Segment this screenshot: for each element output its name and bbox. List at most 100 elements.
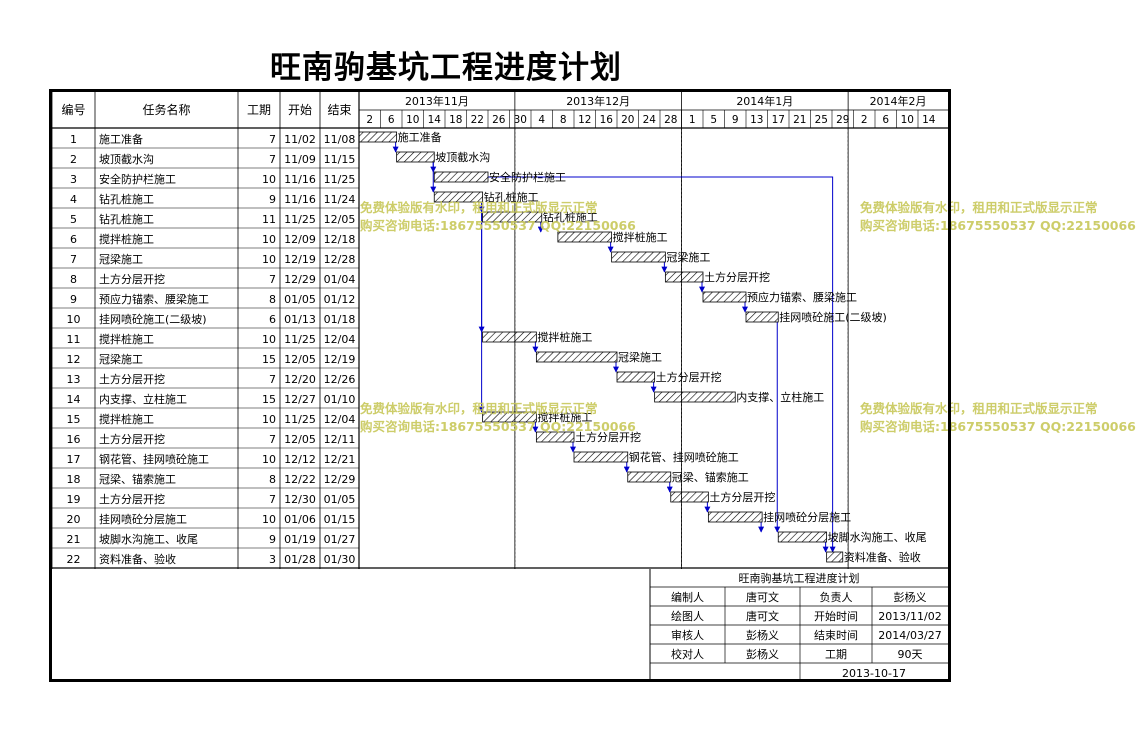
watermark-line2: 购买咨询电话:18675550537 QQ:22150066 (860, 218, 1136, 233)
cell-start: 12/30 (284, 493, 316, 506)
info-date: 2013-10-17 (842, 667, 906, 680)
task-bar (702, 291, 747, 303)
cell-name: 搅拌桩施工 (99, 412, 154, 426)
cell-end: 12/04 (324, 333, 356, 346)
info-cell: 90天 (898, 648, 923, 661)
cell-name: 搅拌桩施工 (99, 232, 154, 246)
day-label: 2 (861, 114, 868, 126)
day-label: 28 (664, 114, 677, 126)
cell-name: 挂网喷砼施工(二级坡) (99, 312, 207, 326)
bar-label: 搅拌桩施工 (613, 230, 668, 244)
bar-label: 冠梁、锚索施工 (672, 470, 749, 484)
cell-start: 01/19 (284, 533, 316, 546)
cell-end: 12/18 (324, 233, 356, 246)
bar-label: 钻孔桩施工 (484, 190, 539, 204)
info-cell: 工期 (825, 648, 847, 661)
bar-label: 施工准备 (398, 130, 442, 144)
day-label: 21 (793, 114, 806, 126)
info-cell: 审核人 (671, 628, 704, 642)
task-bar (396, 151, 435, 163)
cell-duration: 7 (269, 153, 276, 166)
bar-label: 内支撑、立柱施工 (736, 390, 824, 404)
cell-duration: 15 (262, 393, 276, 406)
cell-name: 钻孔桩施工 (99, 192, 154, 206)
cell-duration: 7 (269, 273, 276, 286)
cell-start: 12/12 (284, 453, 316, 466)
cell-duration: 3 (269, 553, 276, 566)
cell-id: 19 (67, 493, 81, 506)
cell-duration: 9 (269, 193, 276, 206)
cell-end: 01/15 (324, 513, 356, 526)
day-label: 12 (578, 114, 591, 126)
day-label: 10 (901, 114, 914, 126)
day-label: 13 (750, 114, 763, 126)
task-bar (664, 271, 704, 283)
info-cell: 2014/03/27 (878, 629, 941, 642)
task-bar (557, 231, 613, 243)
day-label: 22 (471, 114, 484, 126)
cell-end: 12/29 (324, 473, 356, 486)
day-label: 1 (689, 114, 696, 126)
cell-duration: 10 (262, 253, 276, 266)
header-name: 任务名称 (142, 102, 190, 117)
cell-id: 18 (67, 473, 81, 486)
task-bar (535, 431, 575, 443)
bar-label: 土方分层开挖 (709, 490, 775, 504)
cell-name: 挂网喷砼分层施工 (99, 512, 187, 526)
watermark-line1: 免费体验版有水印，租用和正式版显示正常 (860, 200, 1098, 215)
cell-duration: 10 (262, 333, 276, 346)
cell-name: 冠梁施工 (99, 352, 143, 366)
cell-start: 01/28 (284, 553, 316, 566)
cell-end: 01/18 (324, 313, 356, 326)
cell-id: 20 (67, 513, 81, 526)
cell-id: 15 (67, 413, 81, 426)
cell-name: 冠梁施工 (99, 252, 143, 266)
cell-duration: 10 (262, 413, 276, 426)
day-label: 16 (600, 114, 614, 126)
task-bar (826, 551, 844, 563)
cell-end: 11/15 (324, 153, 356, 166)
month-label: 2013年12月 (566, 94, 630, 108)
cell-start: 12/27 (284, 393, 316, 406)
cell-name: 搅拌桩施工 (99, 332, 154, 346)
cell-end: 01/10 (324, 393, 356, 406)
info-cell: 彭杨义 (746, 647, 779, 661)
cell-start: 12/29 (284, 273, 316, 286)
cell-end: 12/11 (324, 433, 356, 446)
cell-start: 12/20 (284, 373, 316, 386)
cell-name: 施工准备 (99, 132, 143, 146)
cell-duration: 10 (262, 513, 276, 526)
task-bar (482, 211, 543, 223)
cell-duration: 9 (269, 533, 276, 546)
cell-end: 01/27 (324, 533, 356, 546)
cell-start: 12/19 (284, 253, 316, 266)
cell-name: 冠梁、锚索施工 (99, 472, 176, 486)
day-label: 9 (732, 114, 739, 126)
info-cell: 结束时间 (814, 629, 858, 642)
watermark-line2: 购买咨询电话:18675550537 QQ:22150066 (360, 218, 636, 233)
cell-end: 11/08 (324, 133, 356, 146)
cell-start: 12/09 (284, 233, 316, 246)
cell-name: 内支撑、立柱施工 (99, 392, 187, 406)
dependency-link (488, 176, 836, 553)
cell-end: 01/04 (324, 273, 356, 286)
info-cell: 2013/11/02 (878, 610, 941, 623)
info-cell: 彭杨义 (746, 628, 779, 642)
cell-id: 6 (70, 233, 77, 246)
info-cell: 校对人 (671, 647, 704, 661)
task-bar (433, 191, 484, 203)
cell-name: 土方分层开挖 (99, 372, 165, 386)
cell-id: 16 (67, 433, 81, 446)
day-label: 5 (710, 114, 717, 126)
cell-name: 安全防护栏施工 (99, 172, 176, 186)
day-label: 6 (388, 114, 395, 126)
cell-start: 11/25 (284, 213, 316, 226)
bar-label: 搅拌桩施工 (537, 330, 592, 344)
cell-id: 7 (70, 253, 77, 266)
cell-duration: 15 (262, 353, 276, 366)
day-label: 29 (836, 114, 849, 126)
cell-duration: 8 (269, 293, 276, 306)
